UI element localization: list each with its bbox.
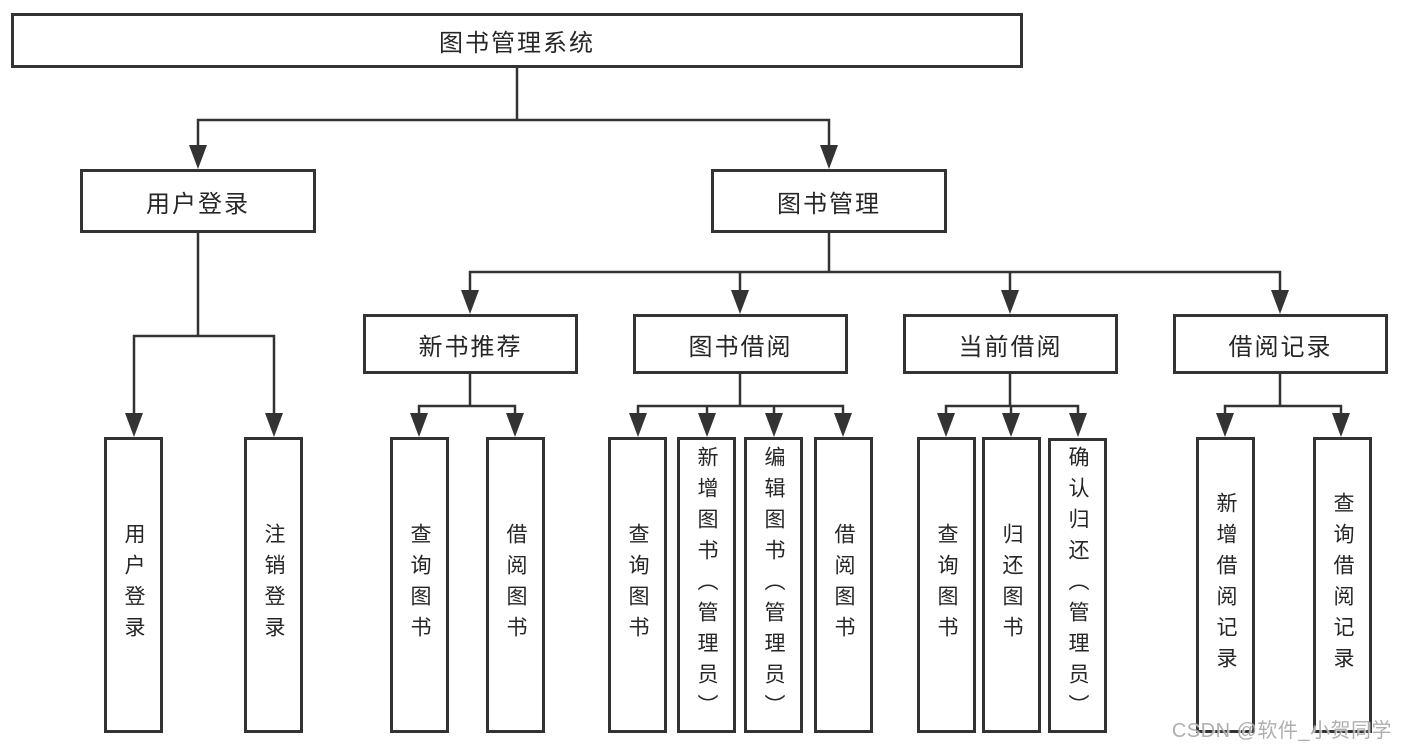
leaf-confirm-return-admin: 确认归还（管理员） bbox=[1048, 438, 1107, 733]
arrowhead bbox=[1271, 290, 1289, 314]
connector-new-book bbox=[417, 374, 517, 417]
leaf-add-borrow-record: 新增借阅记录 bbox=[1196, 437, 1255, 733]
arrowhead bbox=[1216, 413, 1234, 437]
leaf-label: 用户登录 bbox=[122, 523, 145, 647]
arrowhead bbox=[731, 290, 749, 314]
leaf-label: 注销登录 bbox=[262, 523, 285, 647]
arrowhead bbox=[820, 145, 838, 169]
arrowhead bbox=[506, 413, 524, 437]
arrowhead bbox=[834, 413, 852, 437]
connector-current-borrow bbox=[944, 374, 1080, 417]
node-library-management-system: 图书管理系统 bbox=[11, 13, 1023, 68]
leaf-label: 查询借阅记录 bbox=[1331, 492, 1354, 678]
arrowhead bbox=[125, 413, 143, 437]
leaf-label: 借阅图书 bbox=[504, 523, 527, 647]
node-book-borrowing: 图书借阅 bbox=[633, 314, 848, 374]
arrowhead bbox=[1332, 413, 1350, 437]
leaf-logout: 注销登录 bbox=[244, 437, 303, 733]
connector-user-login bbox=[132, 233, 276, 417]
arrowhead bbox=[629, 413, 647, 437]
leaf-label: 新增借阅记录 bbox=[1214, 492, 1237, 678]
leaf-borrow-book: 借阅图书 bbox=[814, 437, 873, 733]
arrowhead bbox=[265, 413, 283, 437]
connector-book-management bbox=[468, 233, 1282, 295]
node-user-login: 用户登录 bbox=[80, 169, 316, 233]
arrowhead bbox=[1069, 413, 1087, 437]
arrowhead bbox=[1002, 413, 1020, 437]
arrowhead bbox=[765, 413, 783, 437]
node-current-borrowing: 当前借阅 bbox=[903, 314, 1118, 374]
arrowhead bbox=[1001, 290, 1019, 314]
leaf-label: 借阅图书 bbox=[832, 523, 855, 647]
arrowheads bbox=[125, 145, 1350, 437]
leaf-user-login: 用户登录 bbox=[104, 437, 163, 733]
leaf-query-book-current: 查询图书 bbox=[917, 437, 976, 733]
connector-borrow-records bbox=[1223, 374, 1343, 417]
arrowhead bbox=[937, 413, 955, 437]
leaf-label: 归还图书 bbox=[1000, 523, 1023, 647]
leaf-label: 查询图书 bbox=[626, 523, 649, 647]
connector-book-borrow bbox=[636, 374, 845, 417]
csdn-watermark: CSDN @软件_小贺同学 bbox=[1171, 720, 1392, 742]
leaf-label: 查询图书 bbox=[935, 523, 958, 647]
arrowhead bbox=[410, 413, 428, 437]
leaf-query-book-borrowing: 查询图书 bbox=[608, 437, 667, 733]
arrowhead bbox=[698, 413, 716, 437]
leaf-label: 确认归还（管理员） bbox=[1066, 446, 1089, 725]
leaf-borrow-book-recommend: 借阅图书 bbox=[486, 437, 545, 733]
leaf-edit-book-admin: 编辑图书（管理员） bbox=[744, 437, 803, 733]
leaf-query-book-recommend: 查询图书 bbox=[390, 437, 449, 733]
leaf-label: 编辑图书（管理员） bbox=[762, 445, 785, 725]
arrowhead bbox=[189, 145, 207, 169]
leaf-query-borrow-record: 查询借阅记录 bbox=[1313, 437, 1372, 733]
leaf-add-book-admin: 新增图书（管理员） bbox=[677, 437, 736, 733]
node-book-management: 图书管理 bbox=[711, 169, 947, 233]
leaf-label: 新增图书（管理员） bbox=[695, 445, 718, 725]
node-borrowing-records: 借阅记录 bbox=[1173, 314, 1388, 374]
arrowhead bbox=[461, 290, 479, 314]
leaf-label: 查询图书 bbox=[408, 523, 431, 647]
connector-root bbox=[196, 68, 831, 150]
node-new-book-recommendation: 新书推荐 bbox=[363, 314, 578, 374]
leaf-return-book: 归还图书 bbox=[982, 437, 1041, 733]
